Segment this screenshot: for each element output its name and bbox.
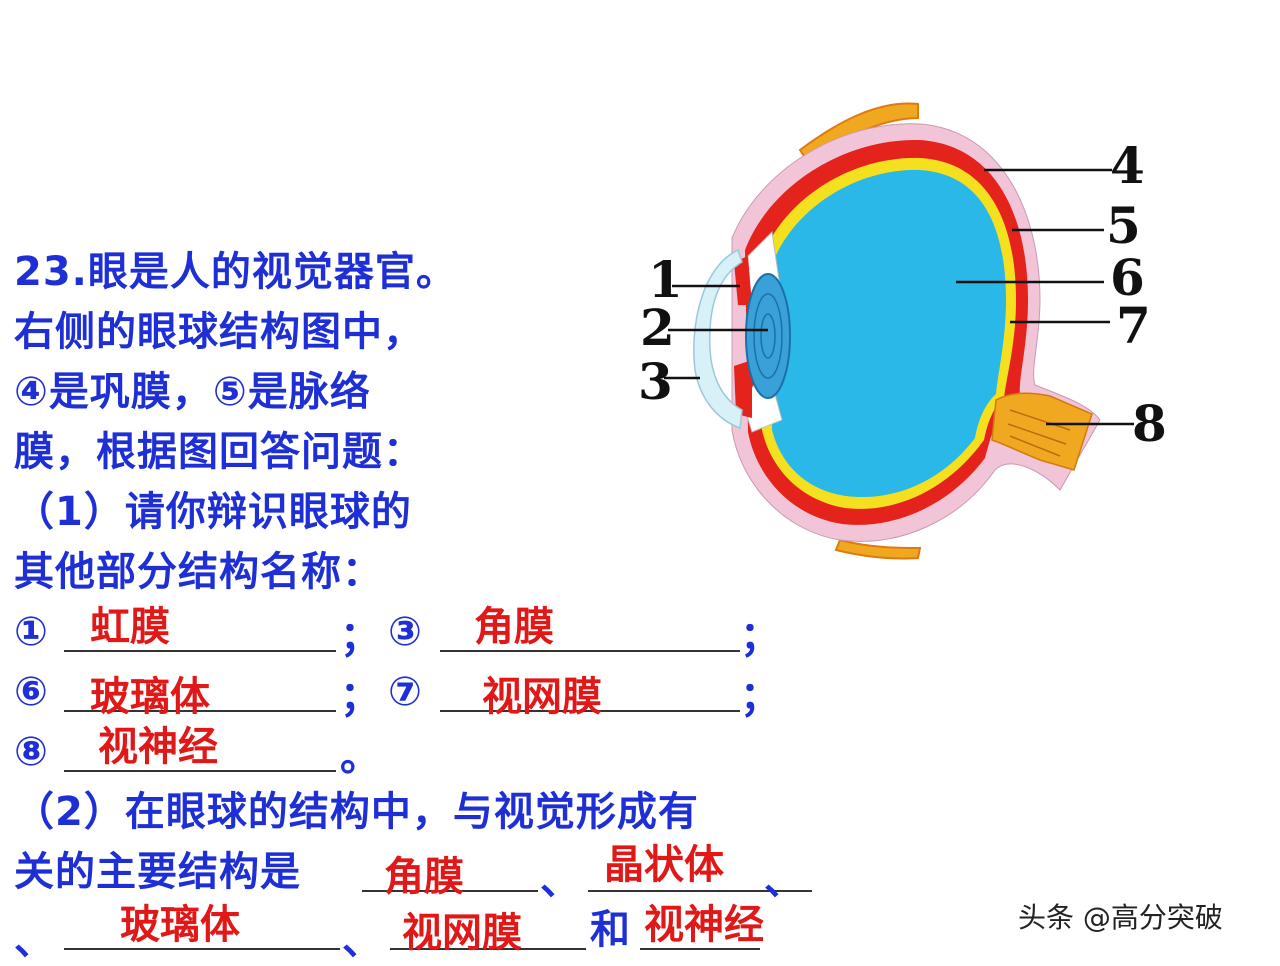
blank-p2-5 — [640, 948, 760, 950]
cornea — [693, 248, 743, 430]
label-2: 2 — [640, 298, 675, 357]
question-line-4: 膜，根据图回答问题： — [14, 429, 424, 475]
watermark: 头条 @高分突破 — [1018, 901, 1223, 934]
vitreous-body — [770, 169, 1006, 498]
question-line-5: （1）请你辩识眼球的 — [14, 489, 412, 535]
separator: ； — [340, 674, 380, 720]
separator: ； — [740, 614, 780, 660]
period: 。 — [340, 734, 380, 780]
answer-3: 角膜 — [474, 604, 554, 650]
answer-p2-1: 角膜 — [384, 854, 464, 900]
question-line-6: 其他部分结构名称： — [14, 549, 383, 595]
label-5: 5 — [1106, 196, 1141, 255]
marker-1: ① — [14, 609, 49, 655]
question-part2-line-2: 关的主要结构是 — [14, 849, 301, 895]
question-line-3: ④是巩膜，⑤是脉络 — [14, 369, 371, 415]
iris-bottom — [734, 360, 752, 418]
blank-p2-1 — [362, 890, 538, 892]
separator: ； — [340, 614, 380, 660]
blank-p2-2 — [588, 890, 812, 892]
and-word: 和 — [590, 907, 631, 953]
optic-nerve-fibers — [1007, 409, 1071, 457]
question-line-1: 23.眼是人的视觉器官。 — [14, 249, 457, 295]
blank-1 — [64, 650, 336, 652]
iris-top — [734, 256, 752, 305]
answer-7: 视网膜 — [482, 674, 602, 720]
blank-3 — [440, 650, 740, 652]
blank-6 — [64, 710, 336, 712]
answer-6: 玻璃体 — [90, 674, 210, 720]
separator: ； — [740, 674, 780, 720]
answer-p2-3: 玻璃体 — [120, 902, 240, 948]
comma: 、 — [14, 918, 54, 964]
lens-ring-core — [760, 313, 776, 359]
blank-8 — [64, 770, 336, 772]
label-1: 1 — [648, 250, 683, 309]
answer-1: 虹膜 — [90, 604, 170, 650]
label-6: 6 — [1110, 248, 1145, 307]
marker-6: ⑥ — [14, 669, 49, 715]
answer-p2-5: 视神经 — [644, 902, 764, 948]
blank-7 — [440, 710, 740, 712]
label-3: 3 — [638, 352, 673, 411]
lens-ring-inner — [753, 293, 783, 379]
comma: 、 — [764, 858, 804, 904]
blank-p2-3 — [64, 948, 340, 950]
answer-p2-2: 晶状体 — [604, 842, 724, 888]
answer-8: 视神经 — [98, 724, 218, 770]
marker-7: ⑦ — [388, 669, 423, 715]
eyelid-bottom — [834, 538, 922, 560]
question-part2-line-1: （2）在眼球的结构中，与视觉形成有 — [14, 789, 699, 835]
label-8: 8 — [1132, 394, 1167, 453]
comma: 、 — [540, 858, 580, 904]
lens — [745, 273, 791, 399]
label-7: 7 — [1116, 296, 1151, 355]
marker-3: ③ — [388, 609, 423, 655]
answer-p2-4: 视网膜 — [402, 910, 522, 956]
blank-p2-4 — [390, 948, 586, 950]
marker-8: ⑧ — [14, 729, 49, 775]
question-line-2: 右侧的眼球结构图中， — [14, 309, 424, 355]
label-4: 4 — [1110, 136, 1145, 195]
comma: 、 — [342, 918, 382, 964]
